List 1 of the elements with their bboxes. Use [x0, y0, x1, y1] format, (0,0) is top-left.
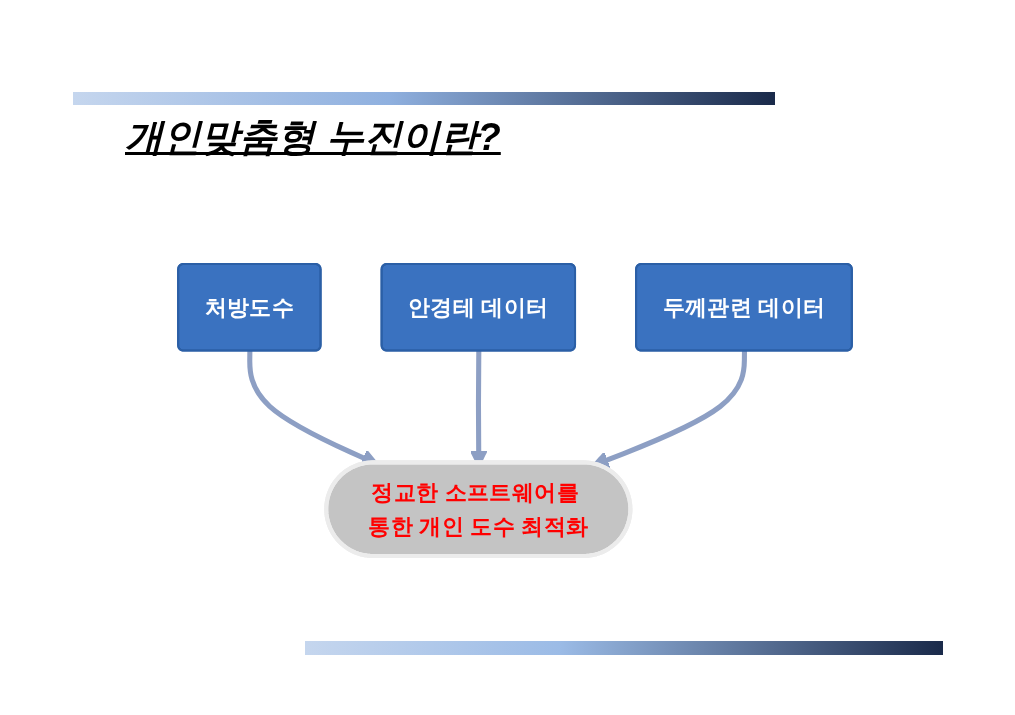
- title: 개인맞춤형 누진이란?: [125, 115, 501, 160]
